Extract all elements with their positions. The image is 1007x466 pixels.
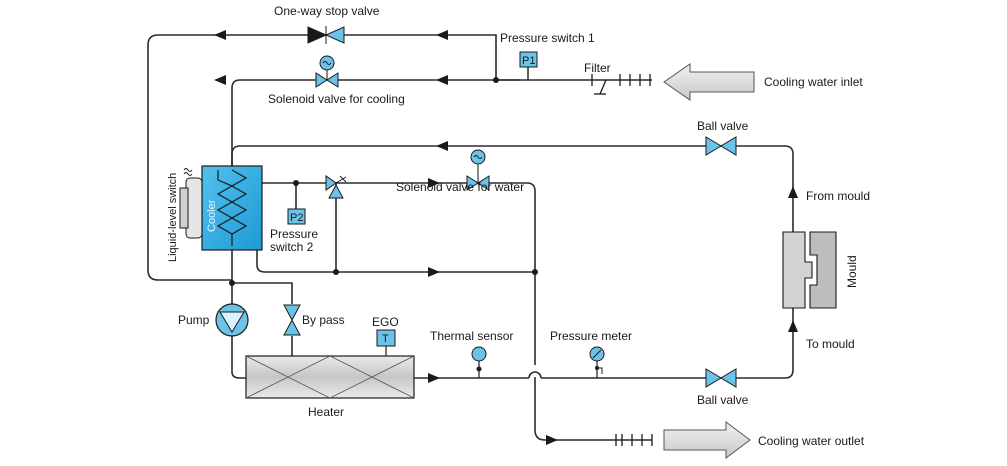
flow-arrow: [436, 75, 448, 85]
solenoid-valve-water: [466, 149, 490, 191]
flow-arrow: [546, 435, 558, 445]
flow-arrow: [788, 186, 798, 198]
flow-arrow: [214, 75, 226, 85]
ego-sensor: T: [376, 329, 396, 356]
solenoid-valve-cooling: [315, 55, 339, 88]
solenoid-valve-cooling-label: Solenoid valve for cooling: [268, 92, 405, 106]
cooler-label: Cooler: [206, 199, 218, 232]
cooler: [201, 165, 263, 251]
by-pass-label: By pass: [302, 313, 345, 327]
flow-arrow: [428, 178, 440, 188]
heater-label: Heater: [308, 405, 344, 419]
by-pass-valve: [283, 304, 301, 336]
flow-arrow: [428, 373, 440, 383]
to-mould-label: To mould: [806, 337, 855, 351]
flow-arrow: [436, 141, 448, 151]
liquid-level-switch: [179, 168, 203, 239]
pressure-switch-1-label: Pressure switch 1: [500, 31, 595, 45]
cooling-water-inlet-label: Cooling water inlet: [764, 75, 863, 89]
flow-arrows: [214, 30, 798, 445]
from-mould-label: From mould: [806, 189, 870, 203]
ball-valve-top-label: Ball valve: [697, 119, 749, 133]
pump-label: Pump: [178, 313, 210, 327]
ego-label: EGO: [372, 315, 399, 329]
ball-valve-top: [705, 136, 737, 156]
mould: [782, 231, 837, 309]
outlet-fittings: [615, 434, 653, 446]
ball-valve-bottom-label: Ball valve: [697, 393, 749, 407]
thermal-sensor: [471, 346, 487, 378]
solenoid-valve-water-label: Solenoid valve for water: [396, 180, 524, 194]
pressure-switch-2-label-line2: switch 2: [270, 240, 314, 254]
junction-dots: [229, 77, 538, 286]
flow-arrow: [436, 30, 448, 40]
pressure-meter: [589, 346, 605, 378]
thermal-sensor-label: Thermal sensor: [430, 329, 513, 343]
filter-label: Filter: [584, 61, 611, 75]
t-tag: T: [382, 333, 389, 345]
pipes: [147, 34, 794, 441]
flow-arrow: [214, 30, 226, 40]
filter: [591, 74, 651, 95]
pressure-switch-2-label-line1: Pressure: [270, 227, 318, 241]
one-way-stop-valve: [307, 26, 345, 44]
cooling-water-outlet-label: Cooling water outlet: [758, 434, 865, 448]
p2-tag: P2: [290, 212, 303, 224]
heater: [245, 355, 415, 399]
p1-tag: P1: [522, 55, 535, 67]
liquid-level-switch-label: Liquid-level switch: [167, 173, 179, 262]
pressure-meter-label: Pressure meter: [550, 329, 632, 343]
ball-valve-bottom: [705, 368, 737, 388]
one-way-stop-valve-label: One-way stop valve: [274, 4, 380, 18]
pressure-relief-valve: [325, 175, 347, 199]
pressure-switch-2: P2: [287, 208, 306, 225]
cooling-water-inlet-arrow: [663, 63, 755, 101]
mould-label: Mould: [845, 255, 859, 288]
pump: [215, 303, 249, 337]
pressure-switch-1: P1: [519, 51, 538, 80]
flow-arrow: [428, 267, 440, 277]
cooling-water-outlet-arrow: [663, 421, 751, 459]
flow-arrow: [788, 320, 798, 332]
